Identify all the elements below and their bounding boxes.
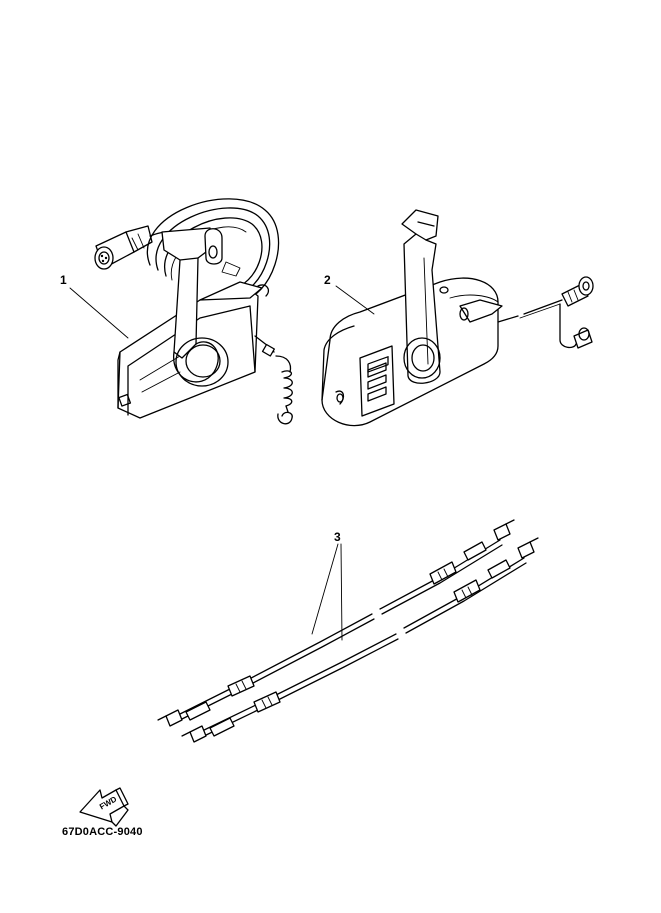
callout-3: 3: [334, 530, 341, 544]
remote-control-cables: [157, 519, 539, 743]
callout-2: 2: [324, 273, 331, 287]
lanyard-coil-icon: [254, 335, 293, 425]
callout-1: 1: [60, 273, 67, 287]
callout-leaders: [69, 285, 375, 641]
drawing-code: 67D0ACC-9040: [62, 826, 143, 838]
connector-plug-right-icon: [561, 276, 594, 307]
remote-control-compact: [321, 209, 594, 427]
connector-plug-icon: [94, 225, 153, 270]
remote-control-side-mount: [94, 198, 293, 425]
fwd-arrow-icon: FWD: [79, 787, 129, 827]
